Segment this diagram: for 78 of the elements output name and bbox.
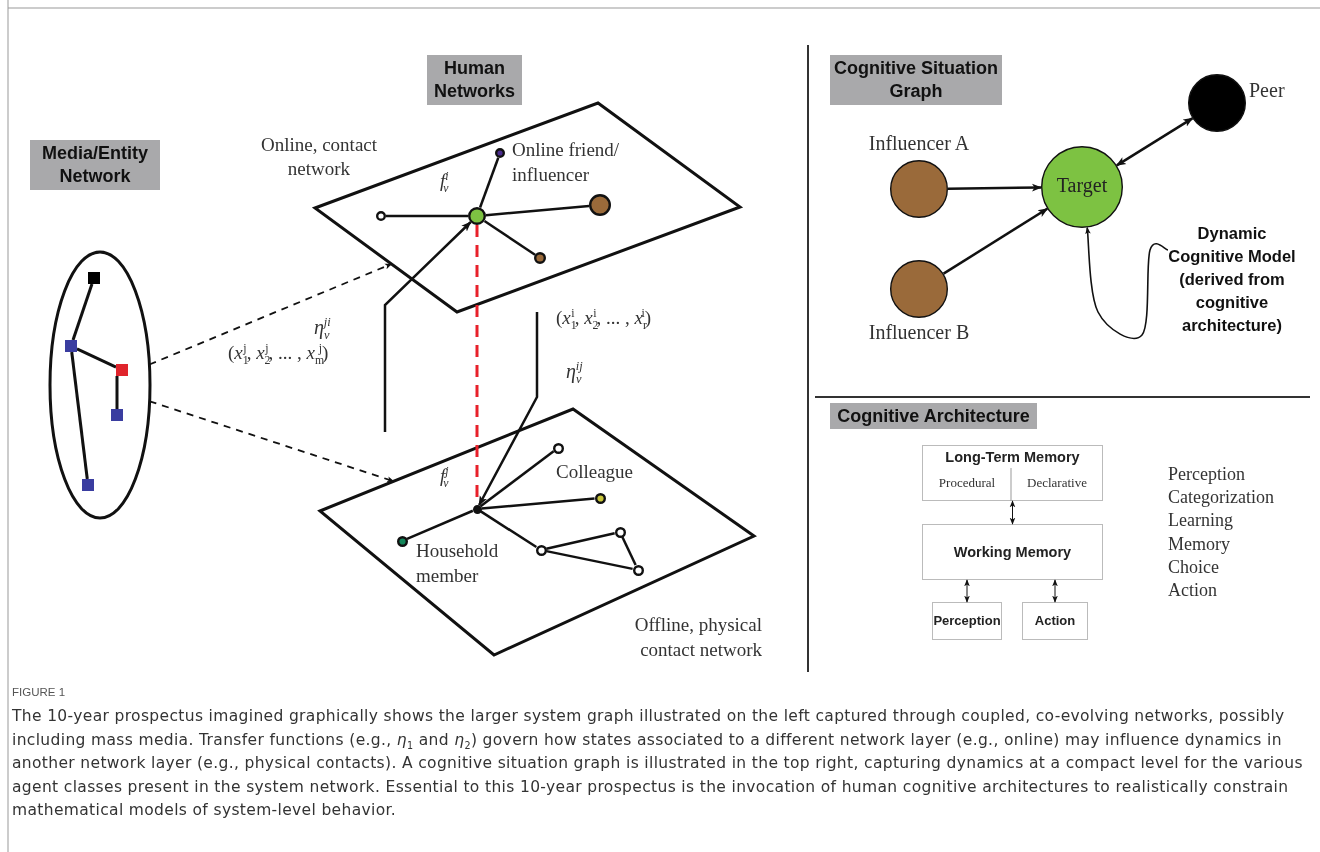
box-label: Procedural <box>937 474 997 492</box>
entity-node <box>111 409 123 421</box>
box-title: Perception <box>932 612 1002 630</box>
process-list-item: Memory <box>1168 532 1231 556</box>
target-circle <box>1041 146 1123 228</box>
network-node <box>376 211 386 221</box>
section-heading: Cognitive Situation Graph <box>830 55 1002 105</box>
node-label: Influencer A <box>867 131 971 155</box>
state-vector: (x$_{1}$$^{i}$, x$_{2}$$^{i}$, ... , x$_{r}$$^{i}$) <box>556 307 653 329</box>
network-node <box>535 544 547 556</box>
arrow <box>1009 500 1016 525</box>
entity-node <box>65 340 77 352</box>
state-vector: (x$_{1}$$^{j}$, x$_{2}$$^{j}$, ... , x$_{m}$$^{j}$) <box>228 342 330 364</box>
network-link <box>485 204 590 217</box>
arrow <box>1052 579 1058 603</box>
layer-label: Online, contact network <box>259 133 379 181</box>
arrow <box>478 312 539 506</box>
arrow <box>948 183 1042 192</box>
memory-box <box>922 445 1103 501</box>
process-list-item: Choice <box>1168 555 1220 579</box>
section-heading: Cognitive Architecture <box>830 403 1037 429</box>
network-link <box>76 347 117 369</box>
arrow <box>383 221 472 432</box>
network-link <box>480 510 538 549</box>
network-node <box>589 194 611 216</box>
process-list-item: Action <box>1168 579 1218 602</box>
network-link <box>546 532 615 550</box>
network-ellipse <box>28 138 162 518</box>
box-title: Action <box>1033 612 1077 630</box>
entity-node <box>116 364 128 376</box>
arrow <box>148 400 395 483</box>
network-link <box>478 157 500 208</box>
process-list-item: Categorization <box>1168 486 1275 510</box>
node-label: Target <box>1055 173 1109 197</box>
network-link <box>115 376 119 409</box>
arrow <box>942 207 1049 275</box>
figure-caption: The 10-year prospectus imagined graphically shows the larger system graph illustrated on the left captured through coupled, co-evolving networks, possibly including mass media. Transfer functions (e.g., η$_{1}$ and η$_{2}$) govern how states associated to a different network layer (e.g., online) may influence dynamics in another network layer (e.g., physical contacts). A cognitive situation graph is illustrated in the top right, capturing dynamics at a compact level for the various agent classes present in the system network. Essential to this 10-year prospectus is the invocation of human cognitive architectures to realistically constrain mathematical models of system-level behavior. <box>12 706 1304 821</box>
box-label: Declarative <box>1026 474 1088 492</box>
network-link <box>479 450 555 508</box>
node-label: Household member <box>416 539 500 588</box>
box-title: Working Memory <box>952 543 1073 562</box>
layer-label: Offline, physical contact network <box>633 613 762 662</box>
network-link <box>483 219 536 256</box>
memory-box <box>922 524 1103 580</box>
arrow <box>964 579 970 603</box>
network-node <box>468 207 486 225</box>
model-description: Dynamic Cognitive Model (derived from cognitive architecture) <box>1168 223 1296 336</box>
network-node <box>614 526 626 538</box>
node-label: Peer <box>1249 78 1286 102</box>
entity-node <box>82 479 94 491</box>
network-link <box>406 509 474 540</box>
network-link <box>481 497 595 510</box>
arrow <box>1085 226 1169 340</box>
network-node <box>534 252 546 264</box>
network-link <box>546 549 633 571</box>
section-heading: Human Networks <box>427 55 522 105</box>
node-label: Online friend/ influencer <box>512 138 621 187</box>
process-box <box>1022 602 1088 640</box>
network-node <box>495 148 505 158</box>
process-list-item: Perception <box>1168 463 1246 486</box>
network-node <box>552 442 564 454</box>
arrow <box>1115 117 1194 167</box>
node-label: Influencer B <box>867 320 971 344</box>
figure-number: FIGURE 1 <box>12 686 67 698</box>
arrow <box>148 263 393 366</box>
box-title: Long-Term Memory <box>944 448 1081 467</box>
network-node <box>594 492 606 504</box>
process-list-item: Learning <box>1168 509 1234 533</box>
network-node <box>396 535 408 547</box>
network-node <box>632 564 644 576</box>
network-link <box>386 214 468 218</box>
network-link <box>70 351 89 480</box>
node-label: Colleague <box>556 461 635 483</box>
network-node <box>472 504 482 514</box>
process-box <box>932 602 1002 640</box>
section-heading: Media/Entity Network <box>30 140 160 190</box>
network-link <box>621 536 637 566</box>
entity-node <box>88 272 100 284</box>
